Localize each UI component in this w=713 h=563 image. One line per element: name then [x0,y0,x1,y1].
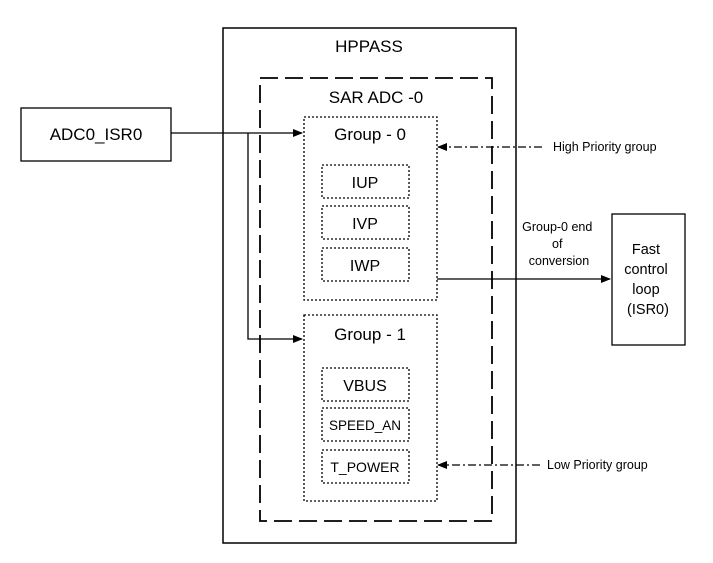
channel-box-speed-an [321,407,410,442]
fast-control-loop-label: Fast control loop (ISR0) [624,242,672,318]
channel-box-iwp [321,247,410,282]
high-priority-label: High Priority group [553,140,657,154]
adc-isr-source-label: ADC0_ISR0 [50,125,143,144]
group1-title: Group - 1 [334,325,406,344]
fast-control-loop-box [611,213,686,346]
trigger-line-group1 [247,133,303,343]
channel-label-iup: IUP [352,175,379,192]
sar-adc-label: SAR ADC -0 [329,88,423,107]
eoc-label: Group-0 end of conversion [522,220,596,268]
channel-box-ivp [321,205,410,240]
adc-isr-source-box [20,107,172,162]
group0-title: Group - 0 [334,125,406,144]
channel-box-t-power [321,449,410,484]
channel-label-ivp: IVP [352,216,378,233]
channel-label-vbus: VBUS [343,378,387,395]
low-priority-label: Low Priority group [547,458,648,472]
eoc-label-line-2: of [552,237,563,251]
fast-control-loop-line-2: control [624,262,668,278]
eoc-label-line-1: Group-0 end [522,220,592,234]
hppass-label: HPPASS [335,37,403,56]
eoc-label-line-3: conversion [529,254,589,268]
channel-box-vbus [321,367,410,402]
channel-label-t-power: T_POWER [330,459,399,475]
channel-label-speed-an: SPEED_AN [329,418,401,433]
fast-control-loop-line-4: (ISR0) [627,302,669,318]
fast-control-loop-line-3: loop [632,282,659,298]
channel-box-iup [321,164,410,199]
fast-control-loop-line-1: Fast [632,242,660,258]
channel-label-iwp: IWP [350,258,380,275]
